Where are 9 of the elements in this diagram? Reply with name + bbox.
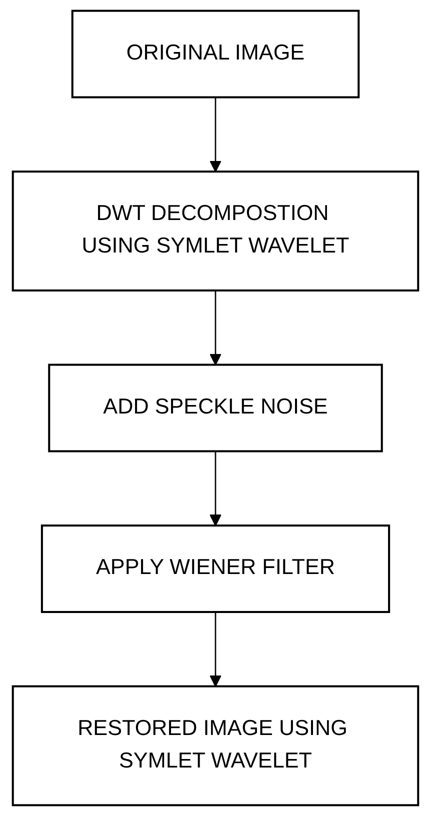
arrow [210,97,222,172]
arrow [210,612,222,687]
node-box: APPLY WIENER FILTER [40,524,390,614]
node-box: RESTORED IMAGE USING SYMLET WAVELET [12,685,420,806]
node-box: DWT DECOMPOSTION USING SYMLET WAVELET [12,170,420,292]
arrow [210,290,222,366]
arrow [210,451,222,526]
node-box: ORIGINAL IMAGE [71,10,360,98]
node-box: ADD SPECKLE NOISE [48,364,383,452]
